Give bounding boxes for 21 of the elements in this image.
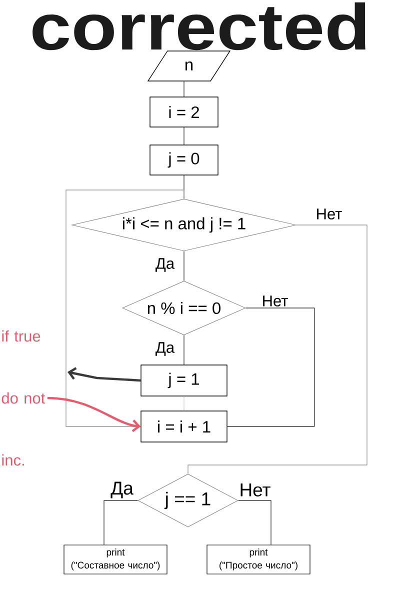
handwritten-title: corrected (32, 2, 366, 50)
edge-label: Нет (238, 482, 272, 498)
connector-line (227, 308, 315, 427)
edge-label: Да (154, 257, 176, 273)
process-box: i = 2 (150, 96, 218, 128)
process-box: i = i + 1 (140, 410, 228, 442)
edge-label: Нет (314, 208, 344, 220)
edge-label: Да (154, 341, 176, 357)
arrow (68, 367, 141, 382)
handwritten-note: if true do not inc. (2, 330, 46, 466)
output-box: print ("Простое число") (206, 544, 310, 574)
connector-line (104, 500, 138, 546)
connector-line (188, 224, 368, 474)
connector-line (238, 500, 272, 546)
process-box: j = 1 (140, 364, 228, 396)
edge-label: Нет (260, 294, 290, 308)
arrow (47, 396, 141, 432)
process-box: j = 0 (150, 144, 218, 176)
edge-label: Да (110, 480, 134, 500)
connector-line (66, 190, 184, 427)
output-box: print ("Составное число") (64, 544, 168, 574)
